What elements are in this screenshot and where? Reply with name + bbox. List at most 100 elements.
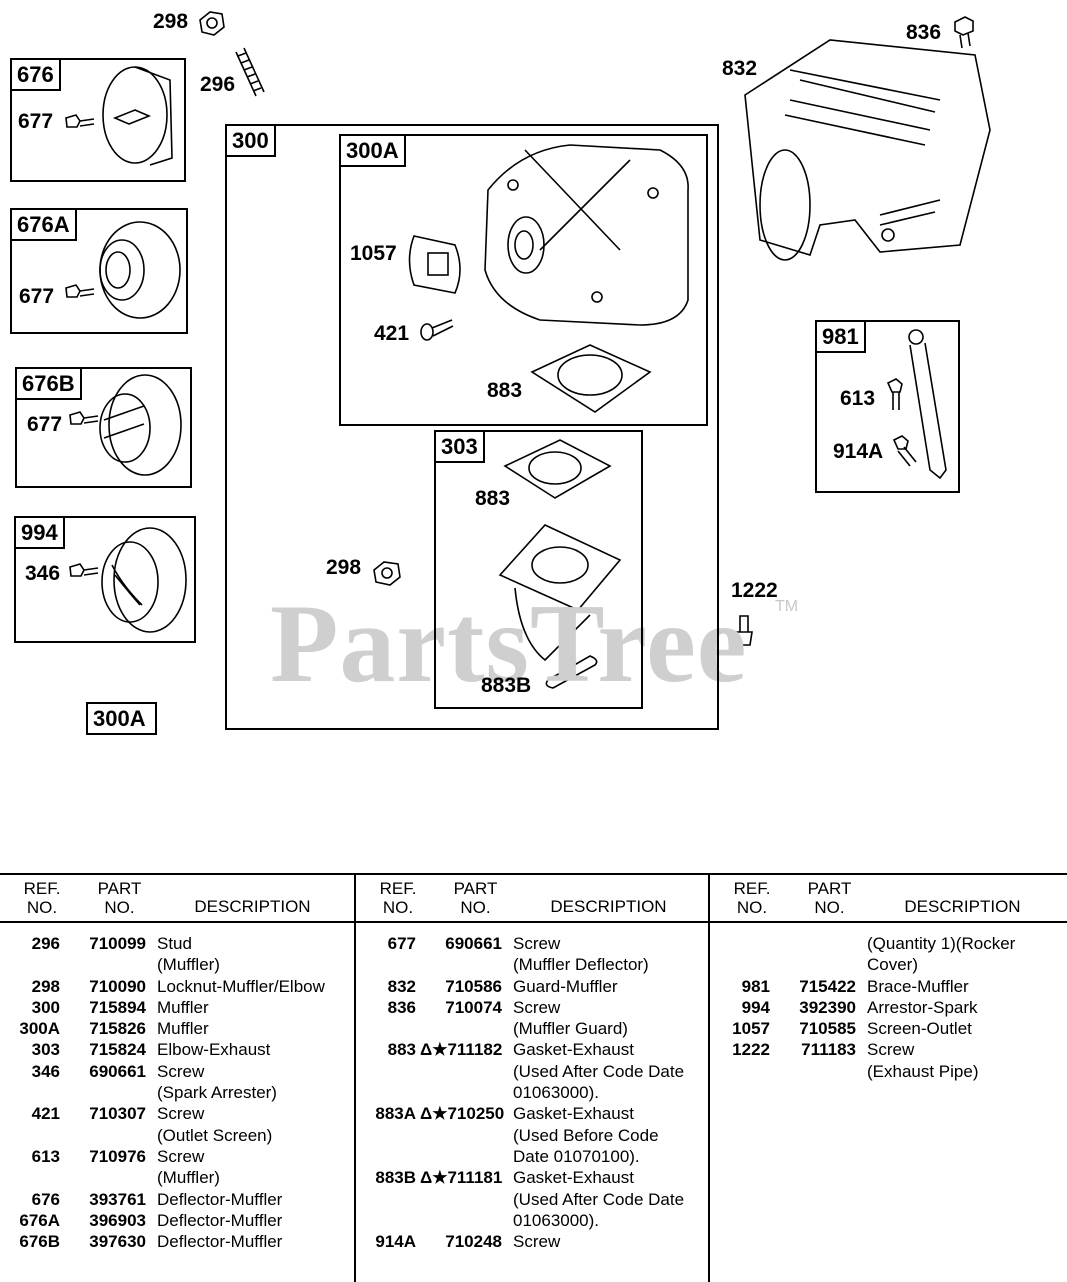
cell-ref-no: 832	[387, 976, 416, 996]
cell-description: (Muffler Deflector)	[513, 955, 649, 975]
table-row: 832 710586 Guard-Muffler	[356, 976, 710, 997]
table-row: (Muffler Deflector)	[356, 954, 710, 975]
callout-298: 298	[326, 556, 362, 579]
table-row: (Used Before Code	[356, 1125, 710, 1146]
cell-part-no: 710307	[89, 1104, 146, 1124]
cell-description: Screw	[513, 934, 561, 953]
screw-836-drawing	[954, 16, 974, 49]
table-row: 01063000).	[356, 1210, 710, 1231]
box-676: 676	[10, 58, 186, 182]
callout-421: 421	[374, 322, 410, 345]
cell-description: Locknut-Muffler/Elbow	[157, 976, 325, 996]
table-row: (Exhaust Pipe)	[710, 1061, 1067, 1082]
callout-677: 677	[27, 413, 63, 436]
cell-description: Screen-Outlet	[867, 1019, 972, 1039]
cell-part-no: 393761	[89, 1189, 146, 1209]
callout-914A: 914A	[833, 440, 884, 463]
box-303: 303	[434, 430, 643, 709]
muffler-300A-drawing	[484, 144, 689, 326]
box-676A: 676A	[10, 208, 188, 334]
cell-part-no: 715824	[89, 1040, 146, 1060]
deflector-676-drawing	[102, 66, 173, 166]
muffler-guard-832-drawing	[744, 39, 991, 261]
table-column-3: REF. NO. PART NO. DESCRIPTION (Quantity …	[708, 875, 1067, 1282]
cell-part-no: 710976	[89, 1146, 146, 1166]
cell-description: Gasket-Exhaust	[513, 1104, 634, 1124]
locknut-298-drawing	[199, 11, 225, 36]
cell-part-no: 711183	[801, 1040, 856, 1060]
table-row: 676B 397630 Deflector-Muffler	[0, 1231, 354, 1252]
screw-421-drawing	[420, 319, 454, 341]
header-description: DESCRIPTION	[904, 897, 1021, 916]
cell-part-no: 710099	[89, 934, 146, 953]
box-label-676: 676	[12, 60, 61, 92]
gasket-883-drawing	[530, 344, 652, 413]
cell-ref-no: 677	[387, 934, 416, 953]
cell-ref-no: 300A	[19, 1019, 60, 1039]
box-label-676A: 676A	[12, 210, 77, 242]
screw-613-drawing	[886, 378, 903, 410]
box-label-303: 303	[436, 432, 485, 464]
screw-677-drawings	[65, 114, 99, 577]
callout-1057: 1057	[350, 242, 397, 265]
cell-ref-no: 676	[31, 1189, 60, 1209]
cell-description: Elbow-Exhaust	[157, 1040, 271, 1060]
cell-ref-no: 298	[31, 976, 60, 996]
callout-1222: 1222	[731, 579, 778, 602]
cell-part-no: 715422	[799, 976, 856, 996]
box-981: 981	[815, 320, 960, 493]
cell-part-no: Δ★710250	[420, 1104, 505, 1124]
callout-677: 677	[18, 110, 54, 133]
elbow-303-drawing	[498, 524, 622, 662]
table-row: Date 01070100).	[356, 1146, 710, 1167]
cell-part-no: 710248	[445, 1232, 502, 1252]
cell-description: Screw	[157, 1061, 205, 1081]
table-row: (Outlet Screen)	[0, 1125, 354, 1146]
cell-description: Brace-Muffler	[867, 976, 969, 996]
box-label-676B: 676B	[17, 369, 82, 401]
cell-description: (Outlet Screen)	[157, 1125, 273, 1145]
box-676B: 676B	[15, 367, 192, 488]
callout-296: 296	[200, 73, 236, 96]
cell-part-no: 397630	[89, 1232, 146, 1252]
header-part: PART NO.	[807, 879, 852, 917]
header-ref: REF. NO.	[379, 879, 417, 917]
cell-part-no: 392390	[799, 997, 856, 1017]
cell-description: Deflector-Muffler	[157, 1189, 283, 1209]
header-ref: REF. NO.	[23, 879, 61, 917]
cell-part-no: 396903	[89, 1210, 146, 1230]
cell-part-no: 715894	[89, 997, 146, 1017]
box-label-300: 300	[227, 126, 276, 158]
cell-ref-no: 613	[31, 1146, 60, 1166]
table-row: (Used After Code Date	[356, 1061, 710, 1082]
cell-ref-no: 676B	[19, 1232, 60, 1252]
cell-description: Guard-Muffler	[513, 976, 618, 996]
cell-part-no: 710586	[445, 976, 502, 996]
cell-description: (Quantity 1)(Rocker	[867, 934, 1016, 953]
header-description: DESCRIPTION	[550, 897, 667, 916]
cell-description: Deflector-Muffler	[157, 1232, 283, 1252]
cell-part-no: 710585	[799, 1019, 856, 1039]
cell-description: Stud	[157, 934, 192, 953]
gasket-883B-drawing	[545, 655, 598, 689]
table-row: 01063000).	[356, 1082, 710, 1103]
brace-981-drawing	[908, 329, 947, 480]
spark-arrestor-994-drawing	[101, 527, 187, 633]
cell-part-no: 715826	[89, 1019, 146, 1039]
stud-296-drawing	[235, 47, 265, 97]
